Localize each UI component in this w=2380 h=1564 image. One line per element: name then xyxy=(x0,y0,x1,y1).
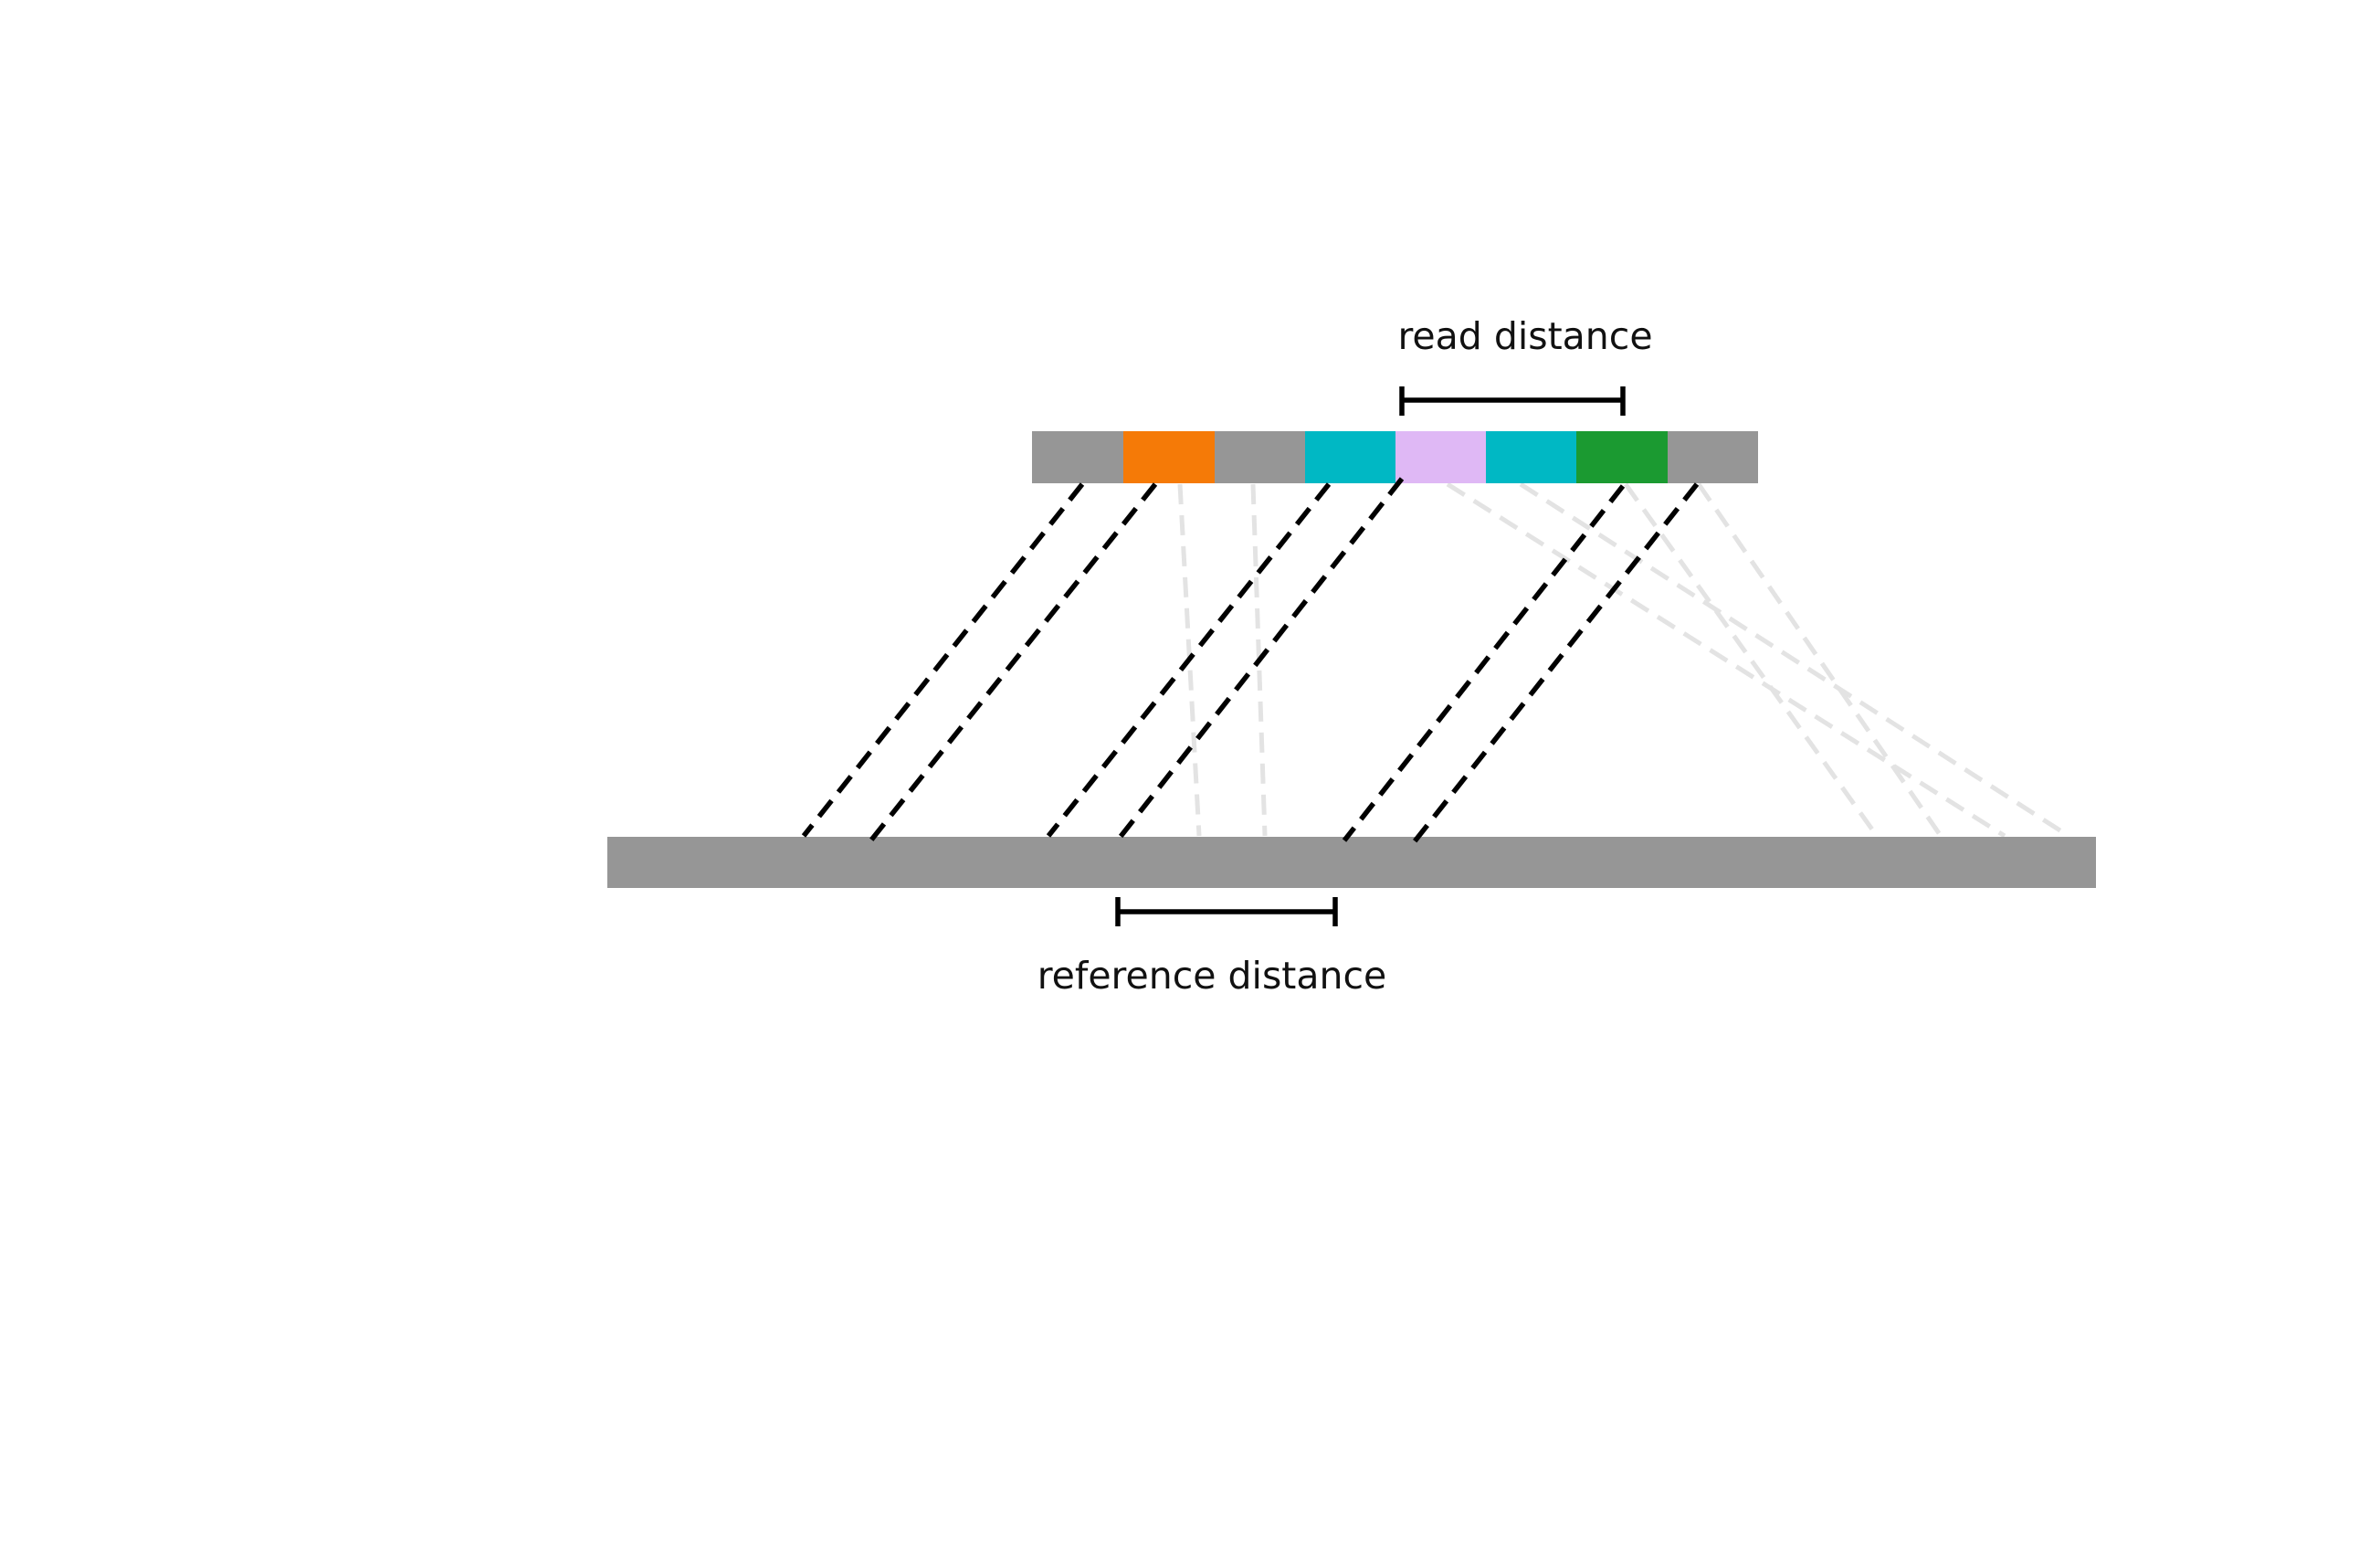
ghost-line-4 xyxy=(1519,481,2070,839)
match-line-2 xyxy=(867,482,1158,844)
match-line-1 xyxy=(801,482,1085,838)
match-line-3 xyxy=(1046,482,1332,838)
read-segment-cyan-1 xyxy=(1305,431,1395,483)
read-segment-orange xyxy=(1123,431,1215,483)
ghost-lines xyxy=(1177,481,2070,839)
ghost-line-5 xyxy=(1623,482,1880,838)
reference-bar xyxy=(607,837,2096,888)
reference-distance-label: reference distance xyxy=(1037,954,1387,998)
read-segment-lavender xyxy=(1395,431,1486,483)
read-bar xyxy=(1032,431,1758,483)
match-lines xyxy=(801,477,1700,848)
ghost-line-1 xyxy=(1177,483,1202,837)
read-segment-backbone-1 xyxy=(1032,431,1123,483)
read-segment-backbone-2 xyxy=(1215,431,1305,483)
read-segment-backbone-3 xyxy=(1668,431,1758,483)
read-distance-bracket xyxy=(1399,386,1626,416)
read-segment-green xyxy=(1576,431,1668,483)
match-line-5 xyxy=(1342,484,1626,842)
match-line-6 xyxy=(1408,482,1700,848)
reference-distance-bracket xyxy=(1115,897,1338,926)
match-line-4 xyxy=(1113,477,1405,844)
ghost-line-2 xyxy=(1250,483,1268,837)
ghost-line-6 xyxy=(1696,482,1943,838)
read-segment-cyan-2 xyxy=(1486,431,1576,483)
ghost-line-3 xyxy=(1446,481,2006,839)
read-distance-label: read distance xyxy=(1397,314,1652,358)
